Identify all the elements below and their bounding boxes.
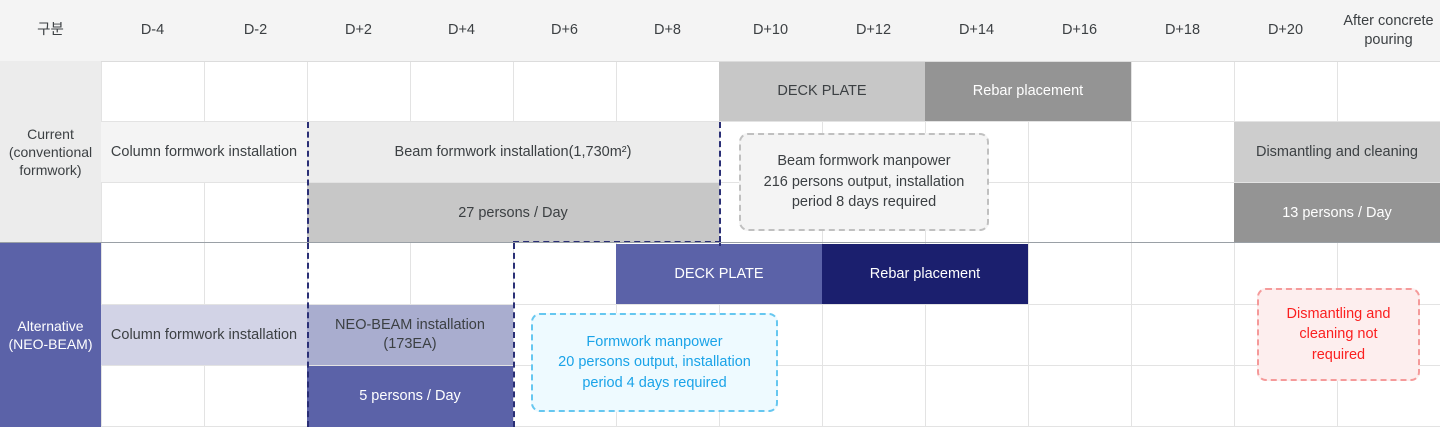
grid-line-v (204, 0, 205, 427)
row-header-alternative: Alternative (NEO-BEAM) (0, 243, 101, 427)
bar-current-dismantling-and-cleaning: Dismantling and cleaning (1234, 122, 1440, 182)
grid-line-h (0, 304, 1440, 305)
grid-line-h (0, 121, 1440, 122)
callout-alternative-dismantling-not-required: Dismantling and cleaning not required (1257, 288, 1420, 381)
marker-current-end-dashed-line (719, 122, 721, 243)
table-header-row (0, 0, 1440, 62)
header-cell-after-concrete-pouring: After concrete pouring (1343, 13, 1434, 48)
callout-current-beam-formwork-manpower: Beam formwork manpower 216 persons outpu… (739, 133, 989, 231)
marker-current-start-dashed-line (307, 122, 309, 243)
header-cell-d-4: D-4 (140, 22, 165, 39)
header-cell-d+12: D+12 (855, 22, 892, 39)
grid-line-v (101, 0, 102, 427)
bar-alternative-5-persons-day: 5 persons / Day (307, 366, 513, 427)
header-cell-d+6: D+6 (550, 22, 578, 39)
grid-line-v (1131, 0, 1132, 427)
bar-alternative-rebar-placement: Rebar placement (822, 244, 1028, 304)
grid-line-v (1028, 0, 1029, 427)
bar-alternative-column-formwork: Column formwork installation (101, 305, 307, 365)
header-cell-d+4: D+4 (447, 22, 475, 39)
header-cell-d+14: D+14 (958, 22, 995, 39)
bar-current-deck-plate: DECK PLATE (719, 62, 925, 121)
row-header-current: Current (conventional formwork) (0, 61, 101, 243)
bar-current-rebar-placement: Rebar placement (925, 62, 1131, 121)
bar-current-13-persons-day: 13 persons / Day (1234, 183, 1440, 243)
header-cell-d+2: D+2 (344, 22, 372, 39)
bar-current-27-persons-day: 27 persons / Day (307, 183, 719, 243)
bar-alternative-deck-plate: DECK PLATE (616, 244, 822, 304)
bar-alternative-neo-beam-installation: NEO-BEAM installation (173EA) (307, 305, 513, 365)
header-cell-d+18: D+18 (1164, 22, 1201, 39)
bar-current-column-formwork: Column formwork installation (101, 122, 307, 182)
header-cell-d+20: D+20 (1267, 22, 1304, 39)
header-cell-d-2: D-2 (243, 22, 268, 39)
marker-alternative-mid-dashed-line (513, 243, 515, 427)
section-divider (0, 242, 1440, 243)
header-cell-corner: 구분 (37, 22, 64, 39)
bar-current-beam-formwork: Beam formwork installation(1,730m²) (307, 122, 719, 182)
header-cell-d+10: D+10 (752, 22, 789, 39)
marker-alternative-start-dashed-line (307, 243, 309, 427)
header-cell-d+8: D+8 (653, 22, 681, 39)
callout-alternative-formwork-manpower: Formwork manpower 20 persons output, ins… (531, 313, 778, 412)
header-cell-d+16: D+16 (1061, 22, 1098, 39)
